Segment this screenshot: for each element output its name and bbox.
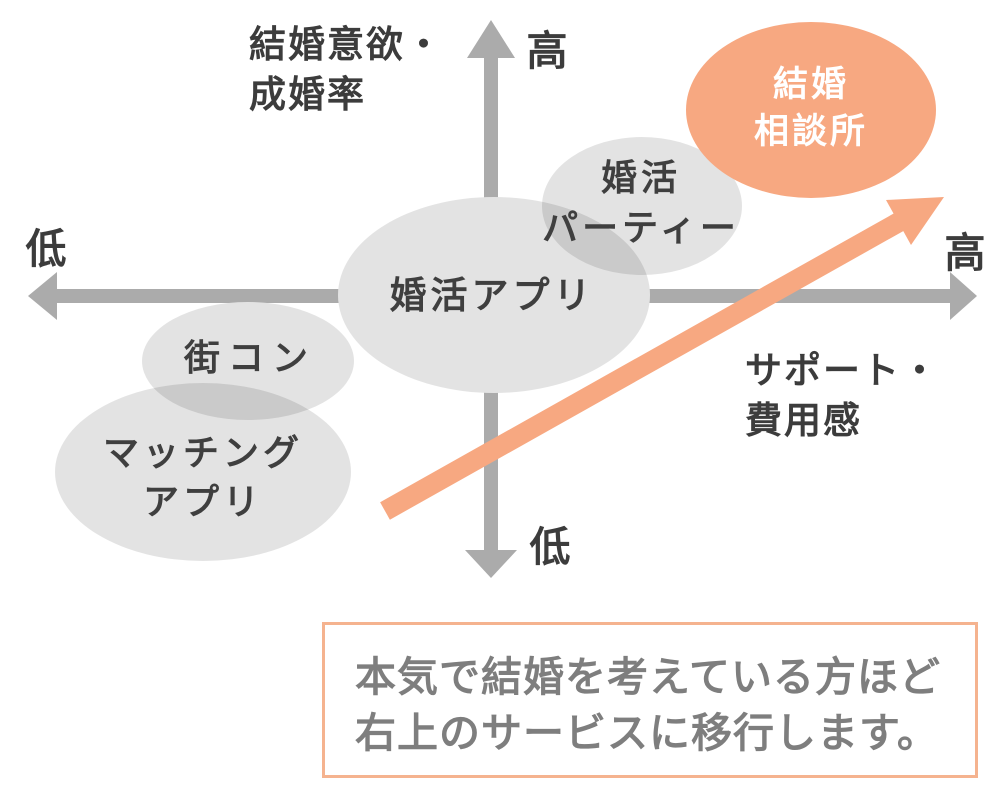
bubble-label-line: 相談所 — [753, 112, 869, 151]
x-axis-high-label: 高 — [944, 230, 986, 276]
callout-box: 本気で結婚を考えている方ほど 右上のサービスに移行します。 — [322, 622, 978, 778]
callout-text: 本気で結婚を考えている方ほど 右上のサービスに移行します。 — [325, 625, 975, 761]
bubble-konkatsu-party — [542, 137, 742, 275]
bubble-matching-app — [55, 383, 351, 561]
x-axis-title: サポート・ 費用感 — [745, 346, 940, 446]
bubble-label-line: アプリ — [142, 481, 264, 522]
gray-bubbles — [55, 137, 742, 561]
bubble-label-konkatsu-app: 婚活アプリ — [389, 275, 595, 316]
arrow-left-icon — [28, 272, 57, 320]
x-axis-title-line1: サポート・ — [745, 350, 940, 391]
y-axis-title-line2: 成婚率 — [249, 74, 366, 115]
x-axis-low-label: 低 — [25, 226, 67, 272]
trend-arrow — [380, 197, 944, 520]
arrow-up-icon — [467, 20, 515, 58]
arrow-right-icon — [950, 272, 977, 320]
y-axis-high-label: 高 — [526, 28, 568, 74]
bubble-label-konkatsu-party: 婚活 パーティー — [542, 153, 740, 253]
bubble-label-line: 婚活 — [600, 157, 681, 198]
y-axis-title-line1: 結婚意欲・ — [249, 24, 444, 65]
bubble-underlays — [55, 137, 742, 561]
bubble-label-line: マッチング — [102, 432, 304, 473]
bubble-label-line: パーティー — [542, 207, 740, 248]
callout-line2: 右上のサービスに移行します。 — [355, 710, 939, 756]
y-axis-low-label: 低 — [529, 524, 571, 570]
bubble-label-line: 結婚 — [772, 65, 850, 104]
x-axis-title-line2: 費用感 — [745, 400, 862, 441]
bubble-label-kekkon-soudansho: 結婚 相談所 — [754, 61, 868, 155]
y-axis-title: 結婚意欲・ 成婚率 — [249, 20, 444, 120]
bubble-label-machikon: 街コン — [183, 337, 317, 378]
bubble-machikon — [142, 302, 354, 420]
arrow-down-icon — [465, 550, 517, 578]
trend-arrowhead-icon — [886, 197, 944, 245]
bubble-kekkon-soudansho — [686, 22, 936, 198]
callout-line1: 本気で結婚を考えている方ほど — [355, 654, 941, 700]
bubble-label-matching-app: マッチング アプリ — [103, 428, 303, 526]
bubble-konkatsu-app — [338, 197, 650, 393]
